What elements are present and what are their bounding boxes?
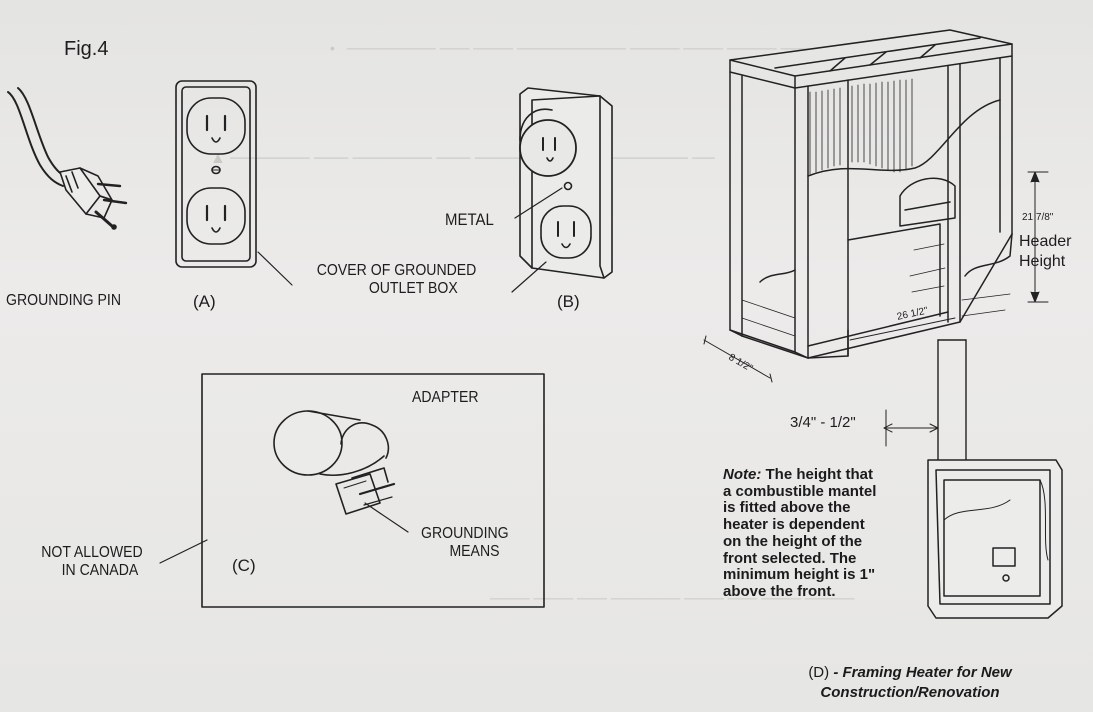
grounding-pin-label: GROUNDING PIN [6, 292, 121, 309]
note-prefix: Note: [723, 466, 762, 483]
not-allowed-label: NOT ALLOWED IN CANADA [26, 544, 158, 581]
caption-title-line1: - Framing Heater for New [833, 664, 1012, 681]
grounding-means-line1: GROUNDING [420, 525, 509, 542]
bleed-through-text: ──── ──── ─── ─────── ──── ─── ──── ────… [490, 590, 855, 606]
label-c: (C) [232, 556, 256, 575]
metal-label: METAL [445, 210, 494, 229]
plug-illustration [7, 87, 128, 230]
not-allowed-line2: IN CANADA [61, 562, 139, 580]
outlet-with-adapter-b [511, 87, 613, 293]
framing-structure-d [703, 29, 1063, 619]
label-b: (B) [557, 292, 580, 311]
not-allowed-line1: NOT ALLOWED [41, 544, 143, 561]
dim-top-label: 21 7/8" [1022, 212, 1054, 223]
adapter-label: ADAPTER [412, 389, 479, 406]
header-height-line1: Header [1019, 233, 1072, 250]
adapter-box-c [159, 373, 545, 608]
bleed-through-text: • ───────── ─── ──── ─────────── ───── ─… [330, 40, 914, 56]
label-a: (A) [193, 292, 216, 311]
cover-outlet-line1: COVER OF GROUNDED [316, 262, 477, 279]
cover-outlet-label: COVER OF GROUNDED OUTLET BOX [298, 262, 495, 299]
header-height-label: Header Height [1019, 232, 1071, 272]
grounding-means-label: GROUNDING MEANS [412, 525, 518, 562]
caption-letter: (D) [808, 664, 830, 681]
cover-outlet-line2: OUTLET BOX [368, 280, 458, 298]
note-body: The height that a combustible mantel is … [723, 466, 877, 600]
duplex-outlet-a [175, 80, 293, 286]
caption-d: (D) - Framing Heater for New Constructio… [760, 663, 1060, 703]
note-text: Note: The height that a combustible mant… [723, 466, 883, 601]
header-height-line2: Height [1019, 253, 1066, 270]
clearance-dimension: 3/4" - 1/2" [790, 414, 856, 431]
caption-title-line2: Construction/Renovation [820, 684, 1000, 701]
grounding-means-line2: MEANS [449, 543, 500, 561]
figure-title: Fig.4 [64, 38, 109, 60]
